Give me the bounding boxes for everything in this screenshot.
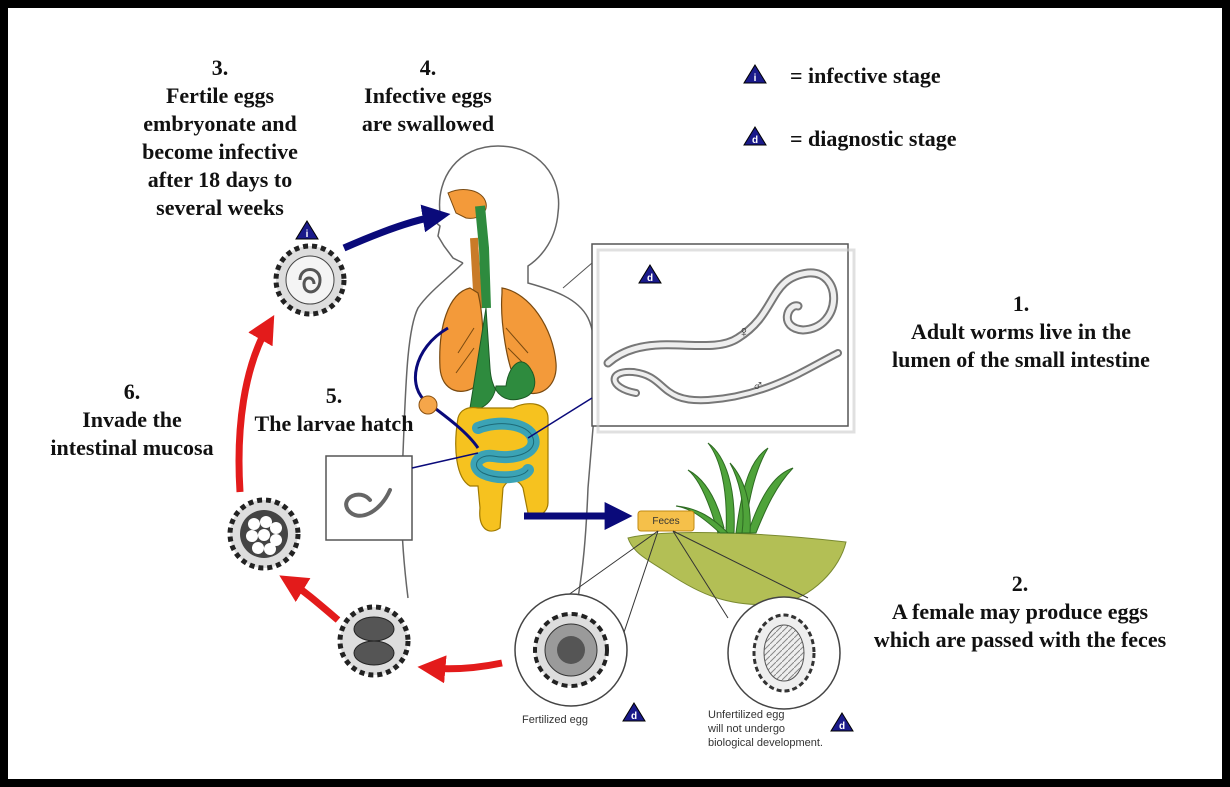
legend-infective-text: = infective stage <box>790 62 941 90</box>
legend-diagnostic-text: = diagnostic stage <box>790 125 957 153</box>
unfertilized-egg-diagnostic-marker: d <box>830 712 854 732</box>
male-symbol: ♂ <box>752 380 764 394</box>
unfertilized-egg-caption: Unfertilized egg will not undergo biolog… <box>708 708 823 750</box>
larva-inset <box>326 456 412 540</box>
adult-worms-inset <box>592 244 854 432</box>
unfertilized-egg-illustration <box>728 597 840 709</box>
svg-text:i: i <box>306 229 309 240</box>
infective-stage-marker: i <box>295 220 319 240</box>
worm-diagnostic-marker: d <box>638 264 662 284</box>
small-intestine <box>456 404 548 531</box>
svg-text:d: d <box>647 273 653 284</box>
soil-patch <box>628 532 846 604</box>
fertilized-egg-diagnostic-marker: d <box>622 702 646 722</box>
arrow-egg-to-two-cell <box>430 663 502 669</box>
svg-text:d: d <box>631 711 637 722</box>
feces-label: Feces <box>642 515 690 529</box>
diagnostic-stage-symbol: d <box>743 126 767 146</box>
arrow-two-cell-to-multi-cell <box>290 582 338 620</box>
fertilized-egg-illustration <box>515 594 627 706</box>
svg-text:d: d <box>839 721 845 732</box>
lungs <box>440 288 556 394</box>
two-cell-egg <box>340 607 408 675</box>
arrow-to-mouth <box>344 216 438 248</box>
embryonated-egg <box>276 246 344 314</box>
stage-5-label: 5. The larvae hatch <box>244 382 424 438</box>
multi-cell-egg <box>230 500 298 568</box>
stage-2-label: 2. A female may produce eggs which are p… <box>840 570 1200 654</box>
stage-3-label: 3. Fertile eggs embryonate and become in… <box>110 54 330 222</box>
stage-1-label: 1. Adult worms live in the lumen of the … <box>866 290 1176 374</box>
fertilized-egg-caption: Fertilized egg <box>522 713 588 727</box>
svg-text:i: i <box>754 73 757 84</box>
stage-6-label: 6. Invade the intestinal mucosa <box>32 378 232 462</box>
svg-text:d: d <box>752 135 758 146</box>
female-symbol: ♀ <box>738 326 750 340</box>
stage-4-label: 4. Infective eggs are swallowed <box>338 54 518 138</box>
infective-stage-symbol: i <box>743 64 767 84</box>
